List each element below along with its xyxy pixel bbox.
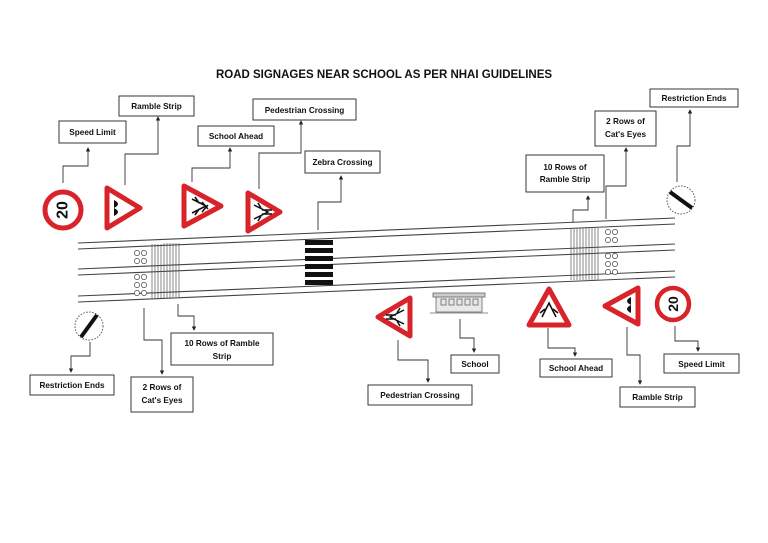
label-speed-limit-bottom: Speed Limit — [663, 353, 740, 374]
label-ramble-strip-bottom: Ramble Strip — [619, 386, 696, 408]
svg-text:Ramble Strip: Ramble Strip — [131, 102, 182, 111]
restriction-ends-sign-top — [666, 185, 696, 215]
svg-text:10 Rows of Ramble: 10 Rows of Ramble — [184, 339, 260, 348]
speed-limit-sign-left: 20 — [42, 189, 84, 231]
rumble-strip-left — [151, 243, 180, 298]
svg-text:Ramble Strip: Ramble Strip — [632, 393, 683, 402]
svg-text:Speed Limit: Speed Limit — [69, 128, 116, 137]
cats-eyes-right — [605, 229, 618, 275]
svg-text:School: School — [461, 360, 488, 369]
restriction-ends-sign-bottom — [74, 311, 104, 341]
svg-text:Restriction Ends: Restriction Ends — [39, 381, 105, 390]
svg-text:Cat's Eyes: Cat's Eyes — [605, 130, 647, 139]
svg-text:School Ahead: School Ahead — [549, 364, 603, 373]
pedestrian-warning-sign-bottom — [375, 295, 413, 339]
svg-text:10 Rows of: 10 Rows of — [543, 163, 586, 172]
zebra-crossing — [305, 240, 333, 285]
label-ramble-strip-top: Ramble Strip — [118, 95, 195, 117]
children-warning-sign-top — [181, 183, 224, 229]
hump-warning-sign-bottom — [602, 285, 641, 327]
school-building-icon — [430, 292, 488, 314]
label-school-ahead-top: School Ahead — [197, 125, 275, 147]
speed-limit-value: 20 — [665, 296, 681, 312]
rumble-strip-right — [570, 228, 599, 280]
road — [77, 217, 676, 303]
label-pedestrian-crossing-bottom: Pedestrian Crossing — [367, 384, 473, 406]
speed-limit-sign-right: 20 — [654, 285, 692, 323]
svg-text:Ramble Strip: Ramble Strip — [540, 175, 591, 184]
svg-text:Speed Limit: Speed Limit — [678, 360, 725, 369]
label-cats-eyes-right: 2 Rows of Cat's Eyes — [594, 110, 657, 147]
svg-text:Zebra Crossing: Zebra Crossing — [312, 158, 372, 167]
svg-text:2 Rows of: 2 Rows of — [606, 117, 645, 126]
label-pedestrian-crossing-top: Pedestrian Crossing — [252, 98, 357, 121]
svg-text:Restriction Ends: Restriction Ends — [661, 94, 727, 103]
hump-warning-sign-left — [104, 185, 143, 231]
diagram-title: ROAD SIGNAGES NEAR SCHOOL AS PER NHAI GU… — [216, 69, 552, 81]
label-school: School — [450, 354, 500, 374]
label-school-ahead-bottom: School Ahead — [539, 358, 613, 378]
label-ramble-10-right: 10 Rows of Ramble Strip — [525, 154, 605, 193]
svg-text:School Ahead: School Ahead — [209, 132, 263, 141]
svg-text:2 Rows of: 2 Rows of — [143, 383, 182, 392]
cats-eyes-left — [134, 250, 147, 296]
connector-lines — [62, 109, 701, 385]
svg-text:Cat's Eyes: Cat's Eyes — [141, 396, 183, 405]
label-restriction-ends-bottom: Restriction Ends — [29, 374, 115, 396]
label-restriction-ends-top: Restriction Ends — [649, 88, 739, 108]
pedestrian-warning-sign-top — [245, 190, 283, 234]
svg-text:Strip: Strip — [213, 352, 232, 361]
label-cats-eyes-left: 2 Rows of Cat's Eyes — [130, 376, 194, 413]
children-warning-sign-bottom — [526, 286, 572, 328]
label-speed-limit-top: Speed Limit — [58, 120, 127, 144]
speed-limit-value: 20 — [55, 201, 72, 219]
label-zebra-crossing: Zebra Crossing — [304, 150, 381, 174]
svg-text:Pedestrian Crossing: Pedestrian Crossing — [265, 106, 345, 115]
label-ramble-10-left: 10 Rows of Ramble Strip — [170, 332, 274, 366]
svg-text:Pedestrian Crossing: Pedestrian Crossing — [380, 391, 460, 400]
